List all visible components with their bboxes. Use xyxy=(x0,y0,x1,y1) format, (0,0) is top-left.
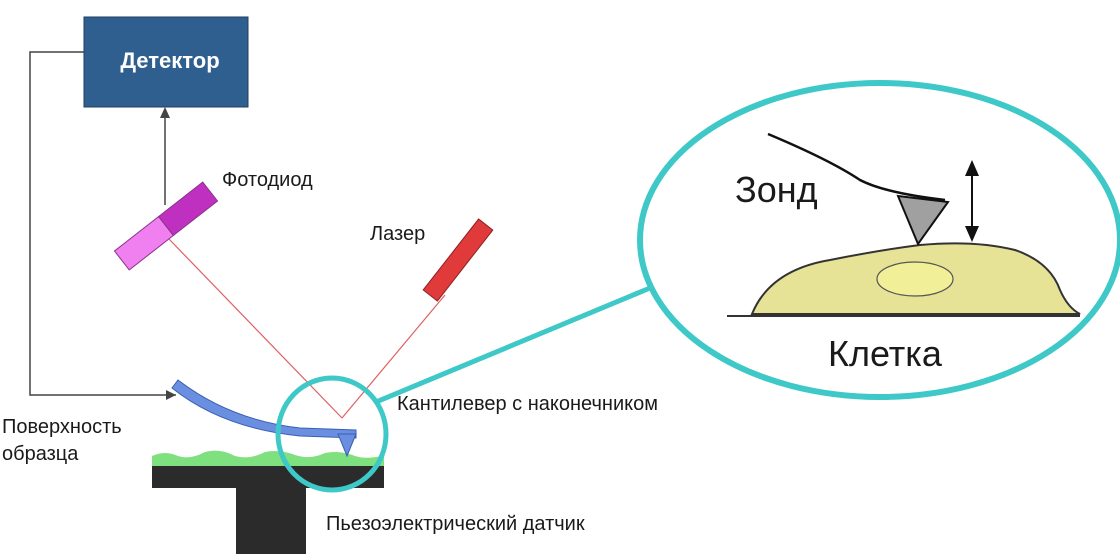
feedback-wire-arrowhead xyxy=(166,390,176,400)
zoom-connector xyxy=(375,285,651,405)
cantilever-label: Кантилевер с наконечником xyxy=(397,393,658,415)
motion-arrow-down xyxy=(965,226,979,242)
sample-surface xyxy=(152,450,384,466)
incident-beam xyxy=(341,294,446,419)
feedback-wire xyxy=(29,51,176,396)
photodiode-label: Фотодиод xyxy=(222,169,313,191)
cantilever-tip xyxy=(337,433,357,458)
signal-arrow-head xyxy=(160,107,170,118)
stage-top xyxy=(152,466,384,488)
zoom-ellipse-large xyxy=(637,80,1120,400)
cantilever xyxy=(171,379,357,439)
reflected-beam xyxy=(167,237,343,419)
detector-label: Детектор xyxy=(120,48,219,73)
probe-label: Зонд xyxy=(735,169,818,210)
surface-label-line1: Поверхность xyxy=(2,416,122,438)
probe-tip xyxy=(896,194,950,247)
photodiode xyxy=(113,181,219,271)
probe-arm xyxy=(767,132,946,202)
stage-pillar xyxy=(236,488,306,554)
surface-label-line2: образца xyxy=(2,443,79,465)
cell-label: Клетка xyxy=(828,333,943,374)
detector-box xyxy=(83,16,249,108)
laser-emitter xyxy=(422,218,494,302)
motion-arrow-up xyxy=(965,160,979,176)
zoom-circle-small xyxy=(275,375,389,493)
piezo-label: Пьезоэлектрический датчик xyxy=(326,513,585,535)
laser-label: Лазер xyxy=(370,223,425,245)
cell-nucleus xyxy=(876,261,954,297)
